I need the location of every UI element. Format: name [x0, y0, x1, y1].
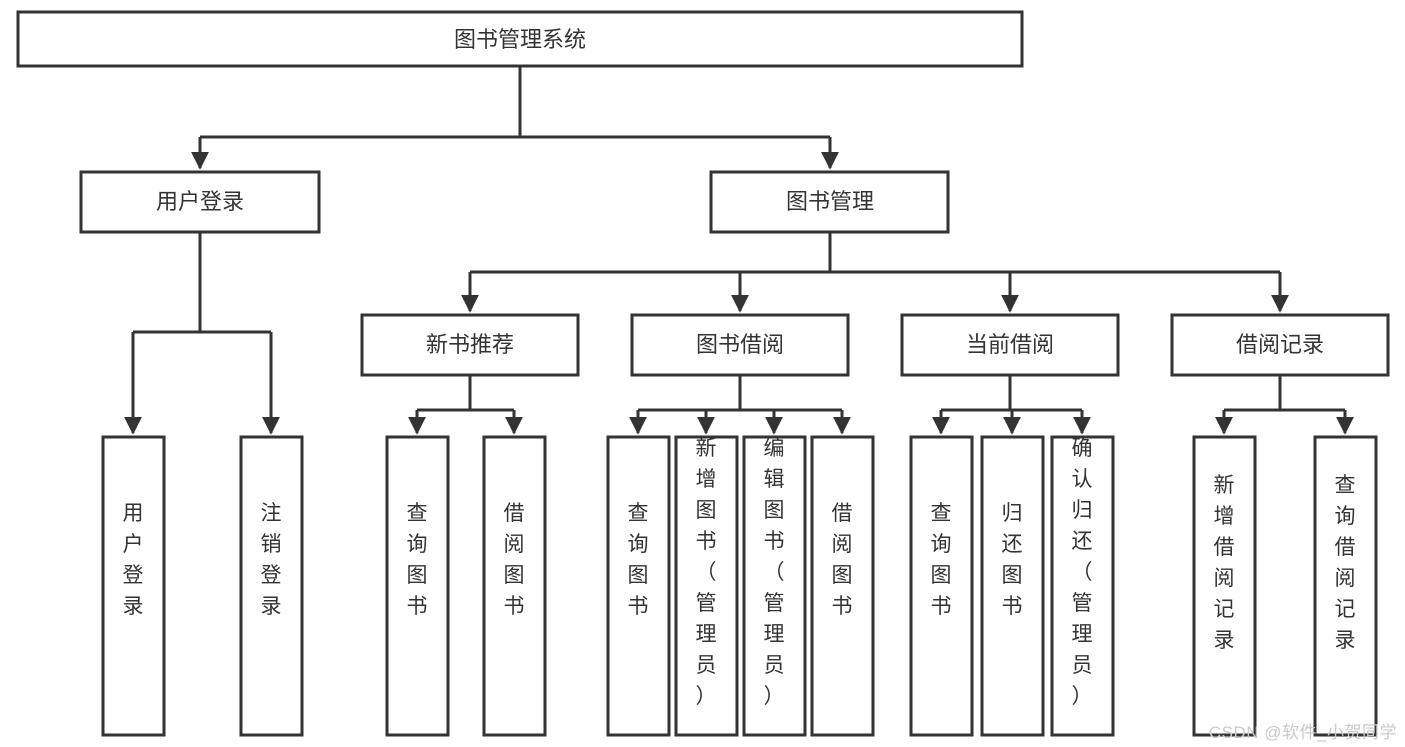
node-book-borrow-box[interactable] — [630, 313, 850, 377]
node-book-manage[interactable]: 图书管理 — [709, 170, 950, 234]
node-leaf-add-borrow-record-box[interactable] — [1192, 435, 1257, 737]
node-leaf-query-borrow-record[interactable]: 查询借阅记录 — [1313, 435, 1378, 737]
node-leaf-query-book-3-label: 查询图书 — [931, 502, 952, 618]
node-root[interactable]: 图书管理系统 — [16, 10, 1024, 68]
node-user-login[interactable]: 用户登录 — [79, 170, 321, 234]
node-leaf-borrow-book-1[interactable]: 借阅图书 — [482, 435, 547, 737]
node-leaf-edit-book[interactable]: 编辑图书（管理员） — [742, 435, 807, 737]
node-book-manage-box[interactable] — [709, 170, 950, 234]
node-root-label: 图书管理系统 — [454, 27, 586, 52]
node-leaf-user-login-box[interactable] — [101, 435, 166, 737]
node-leaf-user-logout[interactable]: 注销登录 — [239, 435, 304, 737]
node-leaf-edit-book-box[interactable] — [742, 435, 807, 737]
node-leaf-borrow-book-1-label: 借阅图书 — [504, 502, 525, 618]
node-leaf-edit-book-label: 编辑图书（管理员） — [764, 437, 785, 708]
node-leaf-query-borrow-record-label: 查询借阅记录 — [1335, 474, 1356, 652]
node-leaf-add-book[interactable]: 新增图书（管理员） — [674, 435, 739, 737]
node-leaf-confirm-return-label: 确认归还（管理员） — [1072, 437, 1093, 708]
node-leaf-return-book[interactable]: 归还图书 — [980, 435, 1045, 737]
node-book-borrow[interactable]: 图书借阅 — [630, 313, 850, 377]
node-leaf-query-book-1[interactable]: 查询图书 — [385, 435, 450, 737]
node-current-borrow-box[interactable] — [900, 313, 1120, 377]
node-book-borrow-label: 图书借阅 — [696, 332, 784, 357]
node-leaf-borrow-book-2[interactable]: 借阅图书 — [810, 435, 875, 737]
node-leaf-query-book-2-box[interactable] — [606, 435, 671, 737]
node-leaf-add-borrow-record-label: 新增借阅记录 — [1214, 474, 1235, 652]
node-leaf-user-login-label: 用户登录 — [123, 502, 144, 618]
node-leaf-borrow-book-2-label: 借阅图书 — [832, 502, 853, 618]
node-current-borrow[interactable]: 当前借阅 — [900, 313, 1120, 377]
node-new-book-recommend[interactable]: 新书推荐 — [360, 313, 580, 377]
node-leaf-query-book-1-box[interactable] — [385, 435, 450, 737]
node-new-book-recommend-label: 新书推荐 — [426, 332, 514, 357]
node-user-login-label: 用户登录 — [156, 189, 244, 214]
edge-layer — [124, 66, 1354, 435]
node-leaf-confirm-return-box[interactable] — [1050, 435, 1115, 737]
node-leaf-add-borrow-record[interactable]: 新增借阅记录 — [1192, 435, 1257, 737]
node-leaf-query-book-3[interactable]: 查询图书 — [909, 435, 974, 737]
node-leaf-borrow-book-1-box[interactable] — [482, 435, 547, 737]
node-new-book-recommend-box[interactable] — [360, 313, 580, 377]
node-leaf-return-book-label: 归还图书 — [1002, 502, 1023, 618]
node-leaf-add-book-label: 新增图书（管理员） — [696, 437, 717, 708]
node-leaf-query-borrow-record-box[interactable] — [1313, 435, 1378, 737]
node-current-borrow-label: 当前借阅 — [966, 332, 1054, 357]
node-borrow-record-label: 借阅记录 — [1236, 332, 1324, 357]
node-borrow-record[interactable]: 借阅记录 — [1170, 313, 1390, 377]
node-borrow-record-box[interactable] — [1170, 313, 1390, 377]
node-leaf-user-login[interactable]: 用户登录 — [101, 435, 166, 737]
node-leaf-confirm-return[interactable]: 确认归还（管理员） — [1050, 435, 1115, 737]
node-leaf-query-book-2[interactable]: 查询图书 — [606, 435, 671, 737]
node-leaf-query-book-3-box[interactable] — [909, 435, 974, 737]
node-leaf-return-book-box[interactable] — [980, 435, 1045, 737]
node-leaf-user-logout-label: 注销登录 — [261, 502, 282, 618]
node-leaf-borrow-book-2-box[interactable] — [810, 435, 875, 737]
node-leaf-add-book-box[interactable] — [674, 435, 739, 737]
node-root-box[interactable] — [16, 10, 1024, 68]
node-leaf-user-logout-box[interactable] — [239, 435, 304, 737]
node-leaf-query-book-2-label: 查询图书 — [628, 502, 649, 618]
node-book-manage-label: 图书管理 — [786, 189, 874, 214]
node-leaf-query-book-1-label: 查询图书 — [407, 502, 428, 618]
node-user-login-box[interactable] — [79, 170, 321, 234]
